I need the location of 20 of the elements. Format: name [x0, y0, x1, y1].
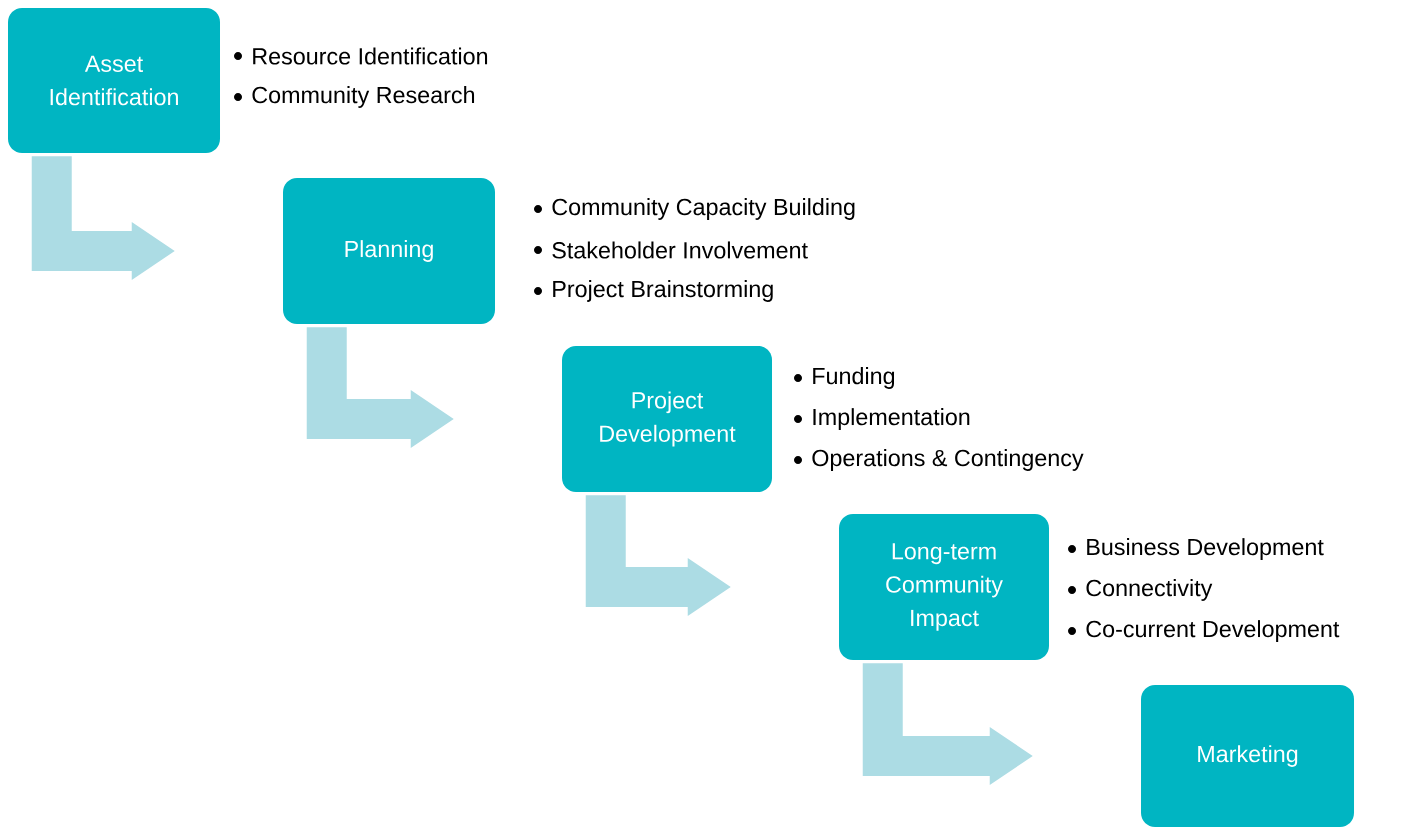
- process-box: Long-term Community Impact: [839, 514, 1049, 660]
- bullet-item: Community Research: [234, 86, 475, 108]
- process-box: Marketing: [1141, 685, 1354, 827]
- process-box: Project Development: [562, 346, 772, 492]
- bullet-item: Resource Identification: [234, 47, 488, 65]
- bullet-item: Stakeholder Involvement: [534, 241, 808, 259]
- bent-arrow: [862, 663, 1033, 785]
- bullet-item: Community Capacity Building: [534, 198, 855, 220]
- bullet-item: Funding: [794, 367, 895, 389]
- process-box: Planning: [283, 178, 495, 324]
- bullet-item: Connectivity: [1068, 579, 1213, 601]
- bent-arrow: [31, 156, 175, 280]
- bullet-item: Co-current Development: [1068, 620, 1340, 642]
- process-box: Asset Identification: [8, 8, 220, 153]
- bullet-item: Business Development: [1068, 538, 1324, 560]
- bent-arrow: [306, 327, 454, 448]
- bent-arrow: [585, 495, 731, 616]
- bullet-item: Operations & Contingency: [794, 449, 1084, 471]
- bullet-item: Project Brainstorming: [534, 280, 773, 302]
- bullet-item: Implementation: [794, 408, 970, 430]
